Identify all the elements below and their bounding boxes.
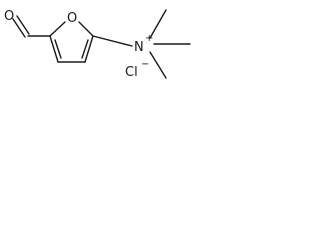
nitrogen-label: N (134, 40, 144, 55)
counterion-charge: − (141, 59, 149, 70)
chloride-counterion: Cl − (125, 59, 149, 80)
c2-nitrogen-bond (92, 35, 133, 47)
ring-bond-c5-c4 (49, 35, 59, 63)
ring-inner-double-bond-right (81, 39, 89, 59)
furan-ring: O (49, 11, 94, 63)
aldehyde-group: O (4, 9, 51, 38)
ring-bond-o-c2 (78, 21, 94, 37)
trimethylammonium-group: N + (92, 9, 191, 79)
carbonyl-double-bond-b (12, 18, 26, 38)
counterion-label: Cl (125, 65, 138, 80)
methyl-bond-down (149, 51, 167, 79)
carbonyl-double-bond-a (16, 15, 30, 35)
formyl-oxygen-label: O (4, 9, 14, 24)
ring-bond-c3-c2 (84, 35, 94, 63)
ring-oxygen-label: O (67, 11, 77, 26)
ring-inner-double-bond-left (54, 39, 62, 59)
structure-diagram: O O N + Cl − (4, 9, 191, 80)
ring-bond-c5-o (49, 21, 66, 37)
nitrogen-charge: + (145, 33, 153, 44)
methyl-bond-up (149, 9, 167, 39)
